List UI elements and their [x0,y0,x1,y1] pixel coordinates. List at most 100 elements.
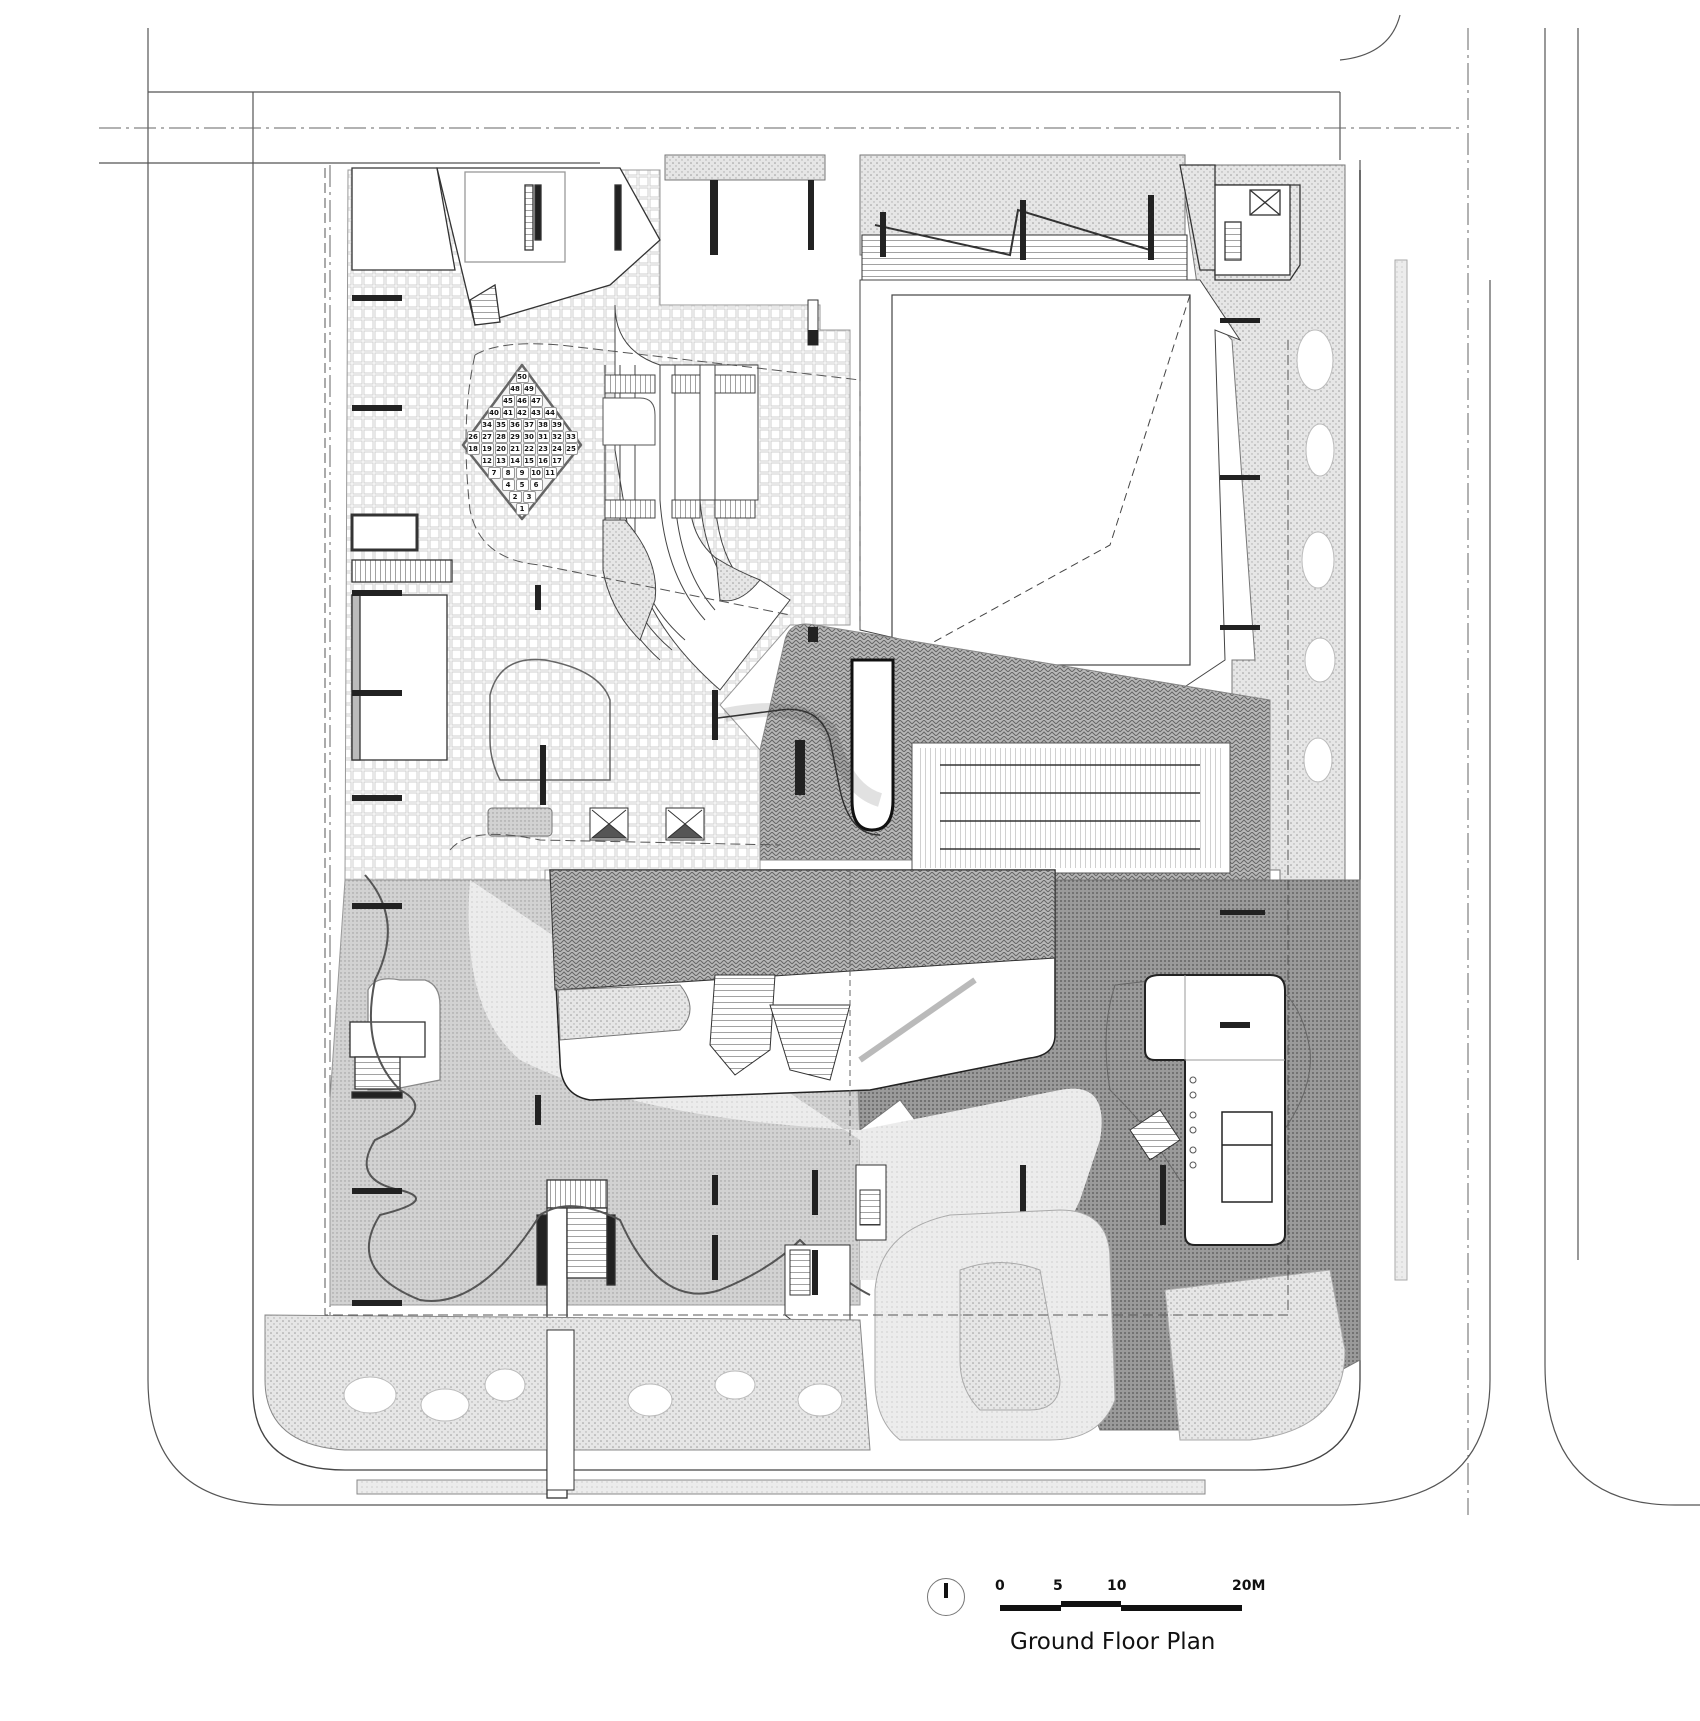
north-arrow-icon [927,1578,965,1616]
diamond-cell: 45 [501,395,515,407]
diamond-cell: 15 [522,455,536,467]
meandering-path [364,874,871,1302]
diamond-cell: 29 [508,431,522,443]
diamond-cell: 13 [494,455,508,467]
diamond-cell: 30 [522,431,536,443]
reflecting-pool [911,742,1231,874]
southeast-lawn-bands [874,1209,1346,1441]
diamond-cell: 26 [466,431,480,443]
diamond-cell: 22 [522,443,536,455]
diamond-cell: 9 [515,467,529,479]
diamond-cell: 49 [522,383,536,395]
scale-bar [1000,1601,1242,1613]
north-needle [944,1583,948,1598]
diamond-cell: 47 [529,395,543,407]
diamond-cell: 41 [501,407,515,419]
diamond-outline [461,363,583,521]
amphitheater-steps [602,304,791,691]
north-building-west [351,167,661,326]
scale-bar-labels: 0 5 10 20M [995,1578,1265,1598]
diamond-cell: 21 [508,443,522,455]
diamond-cell: 48 [508,383,522,395]
diamond-cell: 20 [494,443,508,455]
diamond-cell: 8 [501,467,515,479]
dashed-outline [324,168,1289,1316]
diamond-cell: 36 [508,419,522,431]
diamond-cell: 11 [543,467,557,479]
diamond-cell: 27 [480,431,494,443]
diamond-cell: 10 [529,467,543,479]
scale-label-0: 0 [995,1578,1005,1594]
diamond-cell: 25 [564,443,578,455]
east-sidewalk-strip [1394,259,1408,1281]
diamond-cell: 17 [550,455,564,467]
diamond-cell: 24 [550,443,564,455]
diamond-row: 1 [461,503,583,515]
diamond-cell: 40 [487,407,501,419]
diamond-cell: 6 [529,479,543,491]
diamond-cell: 3 [522,491,536,503]
diamond-cell: 50 [515,371,529,383]
diamond-cell: 7 [487,467,501,479]
diamond-row: 50 [461,371,583,383]
scale-label-5: 5 [1053,1578,1063,1594]
street-lines [99,14,1700,1506]
diamond-cell: 28 [494,431,508,443]
diamond-cell: 35 [494,419,508,431]
west-stair-core [349,978,441,1099]
scale-segment [1061,1601,1121,1607]
diamond-cell: 32 [550,431,564,443]
diamond-cell: 23 [536,443,550,455]
diamond-cell: 34 [480,419,494,431]
diamond-cell: 43 [529,407,543,419]
scale-label-20: 20M [1232,1578,1266,1594]
column-markers [352,295,718,805]
diamond-cell: 14 [508,455,522,467]
game-board-small [487,807,553,837]
site-edge [252,170,1361,1471]
diamond-cell: 37 [522,419,536,431]
diamond-cell: 5 [515,479,529,491]
diamond-cell: 19 [480,443,494,455]
south-entrance-walk [546,1329,575,1491]
x-marker-tiles [589,807,705,841]
scale-segment [1121,1605,1242,1611]
drawing-title: Ground Floor Plan [1010,1629,1216,1655]
diamond-cell: 18 [466,443,480,455]
diamond-cell: 31 [536,431,550,443]
diamond-cell: 12 [480,455,494,467]
diamond-cell: 33 [564,431,578,443]
south-sidewalk-strip [356,1479,1206,1495]
central-building [549,869,1056,1145]
scale-segment [1000,1605,1061,1611]
planting-blobs-south [343,1368,843,1422]
west-building [350,513,453,761]
water-channel [717,627,895,836]
diamond-cell: 44 [543,407,557,419]
diamond-cell: 4 [501,479,515,491]
diamond-cell: 42 [515,407,529,419]
north-steps [664,154,1188,346]
southeast-pavilion [1105,974,1311,1246]
diamond-cell: 38 [536,419,550,431]
diamond-cell: 39 [550,419,564,431]
diamond-cell: 1 [515,503,529,515]
diamond-cell: 46 [515,395,529,407]
northeast-stair-core [1179,164,1301,281]
planting-blobs-east [1296,329,1336,783]
garden-light-path [468,880,1102,1280]
scale-label-10: 10 [1107,1578,1127,1594]
